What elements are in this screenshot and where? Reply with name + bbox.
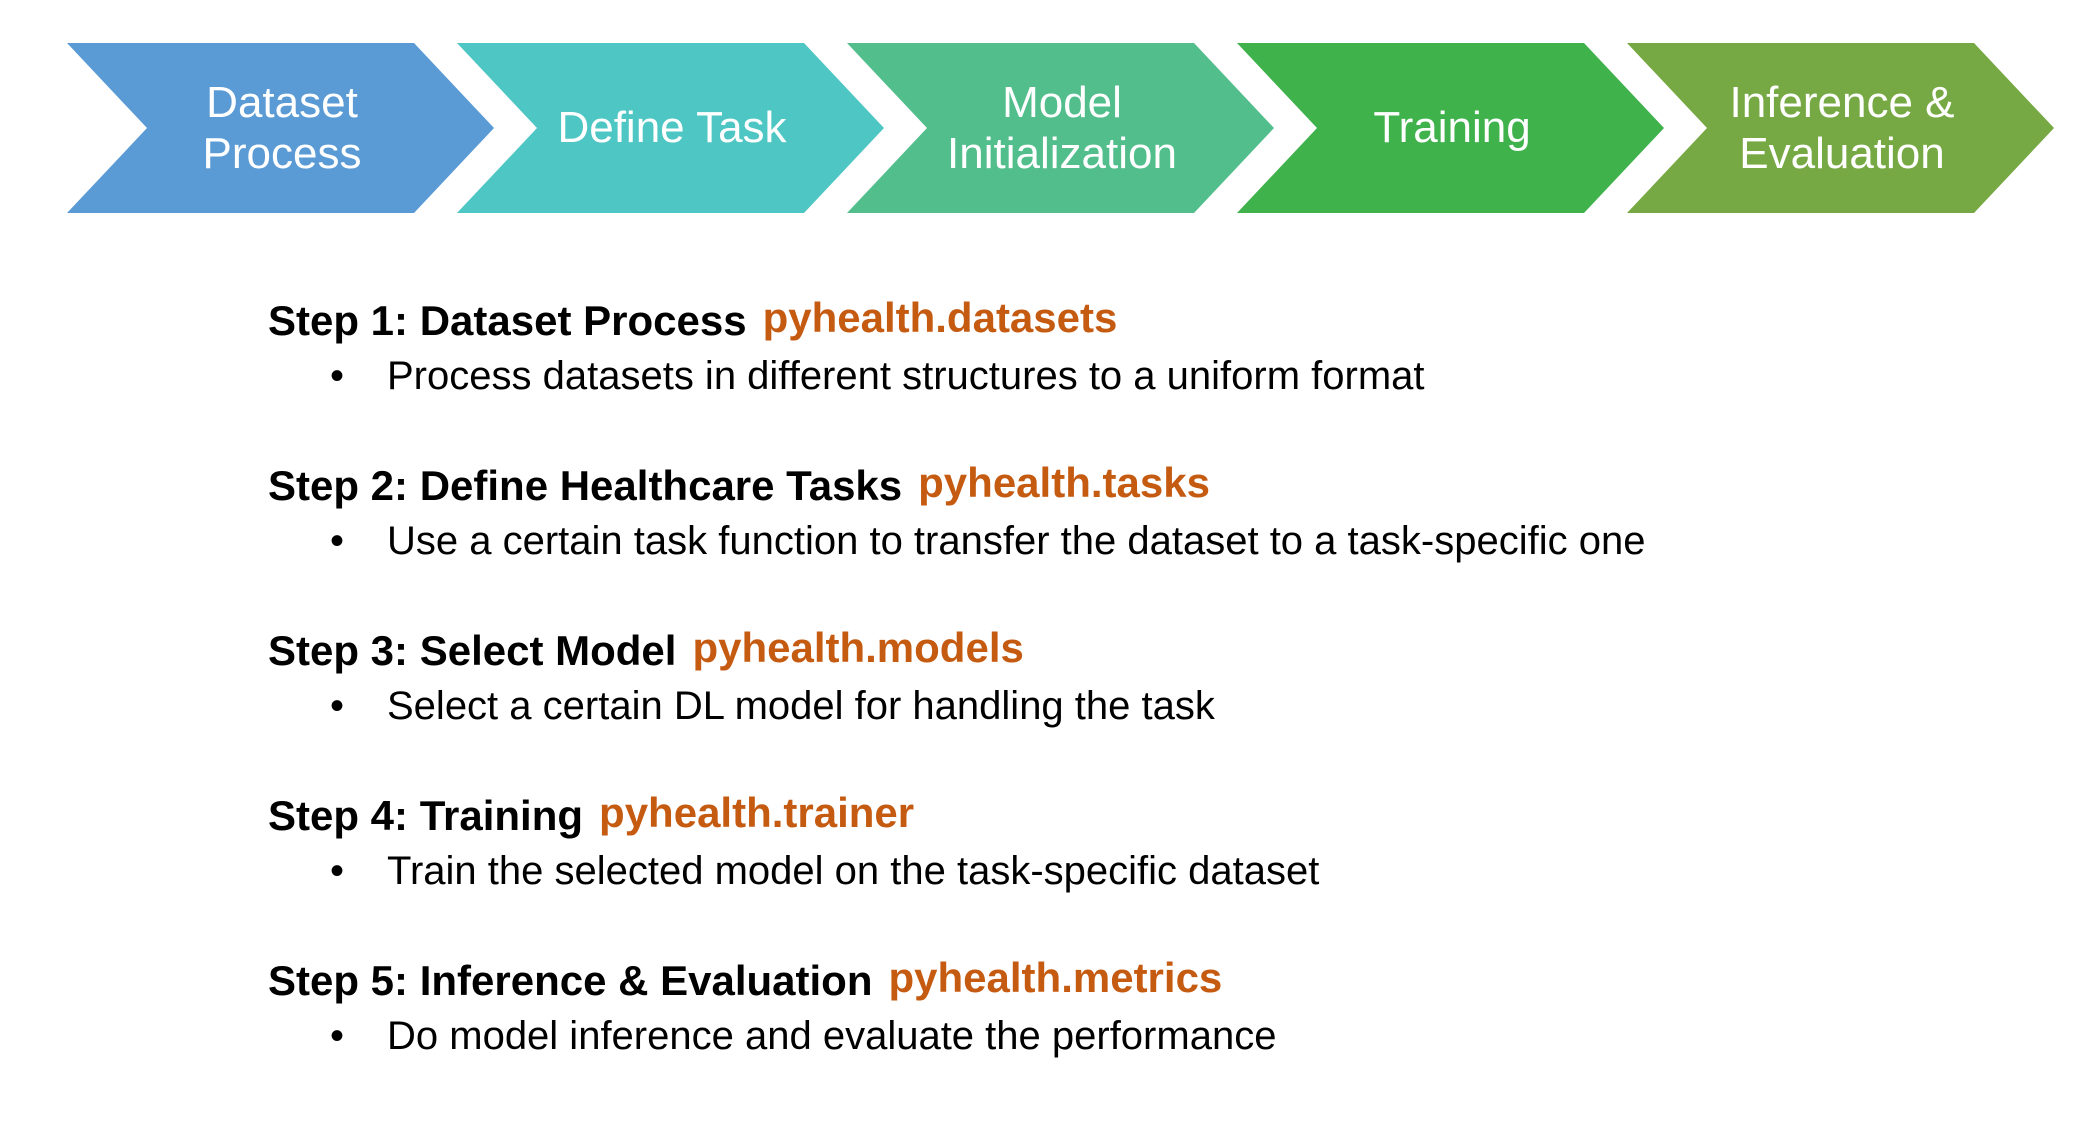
chevron-label-inference-evaluation: Inference & Evaluation — [1729, 77, 1955, 178]
module-name: pyhealth.datasets — [762, 294, 1118, 341]
step-heading: Step 3: Select Model — [268, 627, 677, 674]
module-name: pyhealth.models — [692, 624, 1024, 671]
process-flow-band — [67, 43, 2054, 213]
step-block-1: Step 1: Dataset Process pyhealth.datasets… — [268, 294, 1968, 401]
chevron-shape-define-task — [457, 43, 884, 213]
module-name: pyhealth.metrics — [888, 954, 1223, 1001]
step-heading-row: Step 3: Select Model pyhealth.models — [268, 624, 1968, 677]
chevron-shape-inference-evaluation — [1627, 43, 2054, 213]
bullet-text: Select a certain DL model for handling t… — [387, 684, 1215, 728]
step-heading: Step 2: Define Healthcare Tasks — [268, 462, 903, 509]
chevron-shape-model-initialization — [847, 43, 1274, 213]
step-heading: Step 4: Training — [268, 792, 584, 839]
bullet-marker: • — [330, 849, 345, 893]
step-bullet-row: • Use a certain task function to transfe… — [268, 516, 1968, 566]
chevron-label-training: Training — [1373, 103, 1531, 153]
step-heading-row: Step 4: Training pyhealth.trainer — [268, 789, 1968, 842]
step-bullet-row: • Select a certain DL model for handling… — [268, 681, 1968, 731]
step-bullet-row: • Train the selected model on the task-s… — [268, 846, 1968, 896]
bullet-text: Process datasets in different structures… — [387, 354, 1425, 398]
step-heading-row: Step 2: Define Healthcare Tasks pyhealth.… — [268, 459, 1968, 512]
chevron-shape-dataset-process — [67, 43, 494, 213]
chevron-shape-training — [1237, 43, 1664, 213]
bullet-marker: • — [330, 684, 345, 728]
bullet-text: Do model inference and evaluate the perf… — [387, 1014, 1277, 1058]
bullet-marker: • — [330, 354, 345, 398]
step-bullet-row: • Process datasets in different structur… — [268, 351, 1968, 401]
bullet-text: Use a certain task function to transfer … — [387, 519, 1646, 563]
step-heading-row: Step 5: Inference & Evaluation pyhealth.m… — [268, 954, 1968, 1007]
chevron-label-model-initialization: Model Initialization — [947, 77, 1177, 178]
step-block-5: Step 5: Inference & Evaluation pyhealth.m… — [268, 954, 1968, 1061]
bullet-text: Train the selected model on the task-spe… — [387, 849, 1320, 893]
step-heading-row: Step 1: Dataset Process pyhealth.datasets — [268, 294, 1968, 347]
step-heading: Step 5: Inference & Evaluation — [268, 957, 873, 1004]
step-heading: Step 1: Dataset Process — [268, 297, 747, 344]
bullet-marker: • — [330, 1014, 345, 1058]
chevron-label-define-task: Define Task — [557, 103, 787, 153]
step-block-4: Step 4: Training pyhealth.trainer • Train… — [268, 789, 1968, 896]
bullet-marker: • — [330, 519, 345, 563]
module-name: pyhealth.trainer — [599, 789, 915, 836]
step-block-2: Step 2: Define Healthcare Tasks pyhealth.… — [268, 459, 1968, 566]
step-block-3: Step 3: Select Model pyhealth.models • Se… — [268, 624, 1968, 731]
module-name: pyhealth.tasks — [918, 459, 1210, 506]
chevron-label-dataset-process: Dataset Process — [202, 77, 362, 178]
step-descriptions: Step 1: Dataset Process pyhealth.datasets… — [268, 294, 1968, 1120]
step-bullet-row: • Do model inference and evaluate the pe… — [268, 1011, 1968, 1061]
